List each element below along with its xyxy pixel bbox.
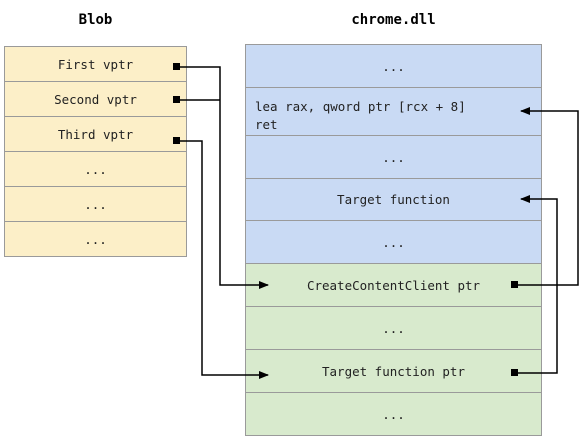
chrome-dll-title: chrome.dll (351, 12, 436, 28)
blob-cell-second-vptr: Second vptr (4, 81, 187, 117)
arrow-first-vptr (173, 63, 269, 289)
arrow-second-vptr (173, 96, 220, 103)
arrow-third-vptr (173, 137, 269, 379)
blob-cell-ellipsis: ... (4, 186, 187, 222)
blob-title: Blob (78, 12, 113, 28)
gadget-code: lea rax, qword ptr [rcx + 8] ret (255, 99, 466, 132)
blob-cell-ellipsis: ... (4, 221, 187, 257)
blob-cell-first-vptr: First vptr (4, 46, 187, 82)
dll-cell-ellipsis: ... (245, 306, 542, 350)
dll-cell-ellipsis: ... (245, 44, 542, 88)
dll-cell-ellipsis: ... (245, 392, 542, 436)
blob-cell-third-vptr: Third vptr (4, 116, 187, 152)
dll-cell-gadget: lea rax, qword ptr [rcx + 8] ret (245, 87, 542, 136)
arrow-createcontentclient-to-gadget (511, 107, 579, 288)
blob-cell-ellipsis: ... (4, 151, 187, 187)
dll-cell-ellipsis: ... (245, 220, 542, 264)
arrow-target-ptr-to-target-function (511, 195, 558, 376)
dll-cell-target-function: Target function (245, 178, 542, 221)
